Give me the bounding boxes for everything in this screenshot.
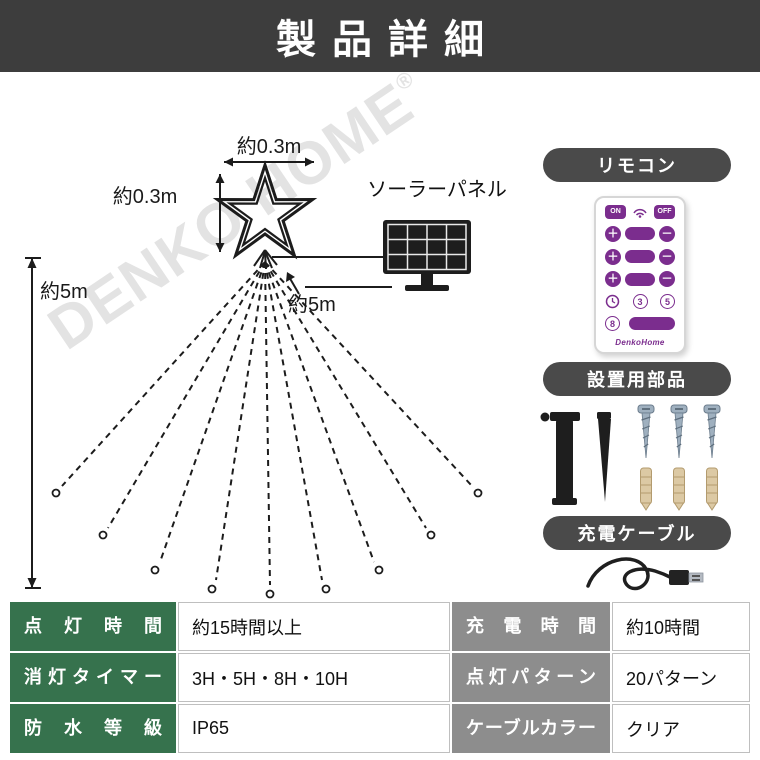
light-bundle xyxy=(253,249,278,270)
remote-on-button: ON xyxy=(605,205,626,219)
timer-clock-icon xyxy=(605,295,620,309)
spec-value-lighting-time: 約15時間以上 xyxy=(178,602,450,651)
string-length-label: 約5m xyxy=(288,293,336,316)
solar-panel: ソーラーパネル xyxy=(272,179,507,291)
remote-plus-button: ＋ xyxy=(605,271,621,288)
cable-section-label: 充電ケーブル xyxy=(577,524,697,544)
remote-timer3-button: 3 xyxy=(632,294,648,310)
remote-off-button: OFF xyxy=(654,205,675,219)
star-topper xyxy=(212,160,318,270)
string-end-bulbs xyxy=(51,488,483,599)
spec-header-off-timer: 消灯タイマー xyxy=(10,653,176,702)
spec-header-waterproof: 防水等級 xyxy=(10,704,176,753)
header-banner: 製品詳細 xyxy=(0,0,760,72)
page-title: 製品詳細 xyxy=(276,18,500,62)
dimension-star-height: 約0.3m xyxy=(113,174,225,252)
remote-timer5-button: 5 xyxy=(660,294,675,310)
wall-anchor-icon xyxy=(640,467,652,511)
cable-section-badge: 充電ケーブル xyxy=(543,516,731,550)
remote-minus-button: － xyxy=(659,225,675,242)
spec-value-waterproof: IP65 xyxy=(178,704,450,753)
spec-value-light-pattern: 20パターン xyxy=(612,653,750,702)
product-diagram: 約0.3m 約0.3m 約5m 約5m ソ xyxy=(25,135,721,599)
spec-value-cable-color: クリア xyxy=(612,704,750,753)
solar-panel-label: ソーラーパネル xyxy=(367,179,507,201)
spec-header-lighting-time: 点灯時間 xyxy=(10,602,176,651)
solar-panel-stand xyxy=(421,274,433,285)
remote-control: ON OFF ＋ － ＋ － ＋ － xyxy=(594,196,686,354)
ground-spike xyxy=(597,412,611,502)
usb-plug-tip xyxy=(688,572,704,583)
remote-mode-label-pill xyxy=(625,227,655,241)
remote-minus-button: － xyxy=(659,271,675,288)
light-strings xyxy=(61,261,473,586)
drop-height-label: 約5m xyxy=(40,280,88,303)
remote-brightness-label-pill xyxy=(625,250,655,264)
installation-parts xyxy=(540,404,721,511)
signal-icon xyxy=(633,208,647,218)
spec-value-charge-time: 約10時間 xyxy=(612,602,750,651)
spec-header-cable-color: ケーブルカラー xyxy=(452,704,610,753)
dimension-string-length: 約5m xyxy=(286,272,336,316)
star-width-label: 約0.3m xyxy=(237,135,301,158)
spec-table: 点灯時間 約15時間以上 充電時間 約10時間 消灯タイマー 3H・5H・8H・… xyxy=(10,602,750,753)
remote-timer8-button: 8 xyxy=(605,316,620,332)
spec-header-charge-time: 充電時間 xyxy=(452,602,610,651)
remote-plus-button: ＋ xyxy=(605,248,621,265)
remote-minus-button: － xyxy=(659,248,675,265)
spec-header-light-pattern: 点灯パターン xyxy=(452,653,610,702)
mounting-pole xyxy=(540,412,580,505)
parts-section-label: 設置用部品 xyxy=(587,370,687,390)
dimension-star-width: 約0.3m xyxy=(224,135,314,167)
charging-cable xyxy=(586,557,704,591)
remote-brand-text: DenkoHome xyxy=(615,337,665,347)
remote-plus-button: ＋ xyxy=(605,225,621,242)
usb-plug-body xyxy=(669,570,689,585)
dimension-drop-height: 約5m xyxy=(25,257,88,589)
remote-timer-label-pill xyxy=(629,317,675,331)
parts-section-badge: 設置用部品 xyxy=(543,362,731,396)
remote-section-badge: リモコン xyxy=(543,148,731,182)
spec-value-off-timer: 3H・5H・8H・10H xyxy=(178,653,450,702)
remote-section-label: リモコン xyxy=(597,156,677,176)
screw-icon xyxy=(637,404,655,459)
remote-speed-label-pill xyxy=(625,272,655,286)
star-height-label: 約0.3m xyxy=(113,185,177,208)
